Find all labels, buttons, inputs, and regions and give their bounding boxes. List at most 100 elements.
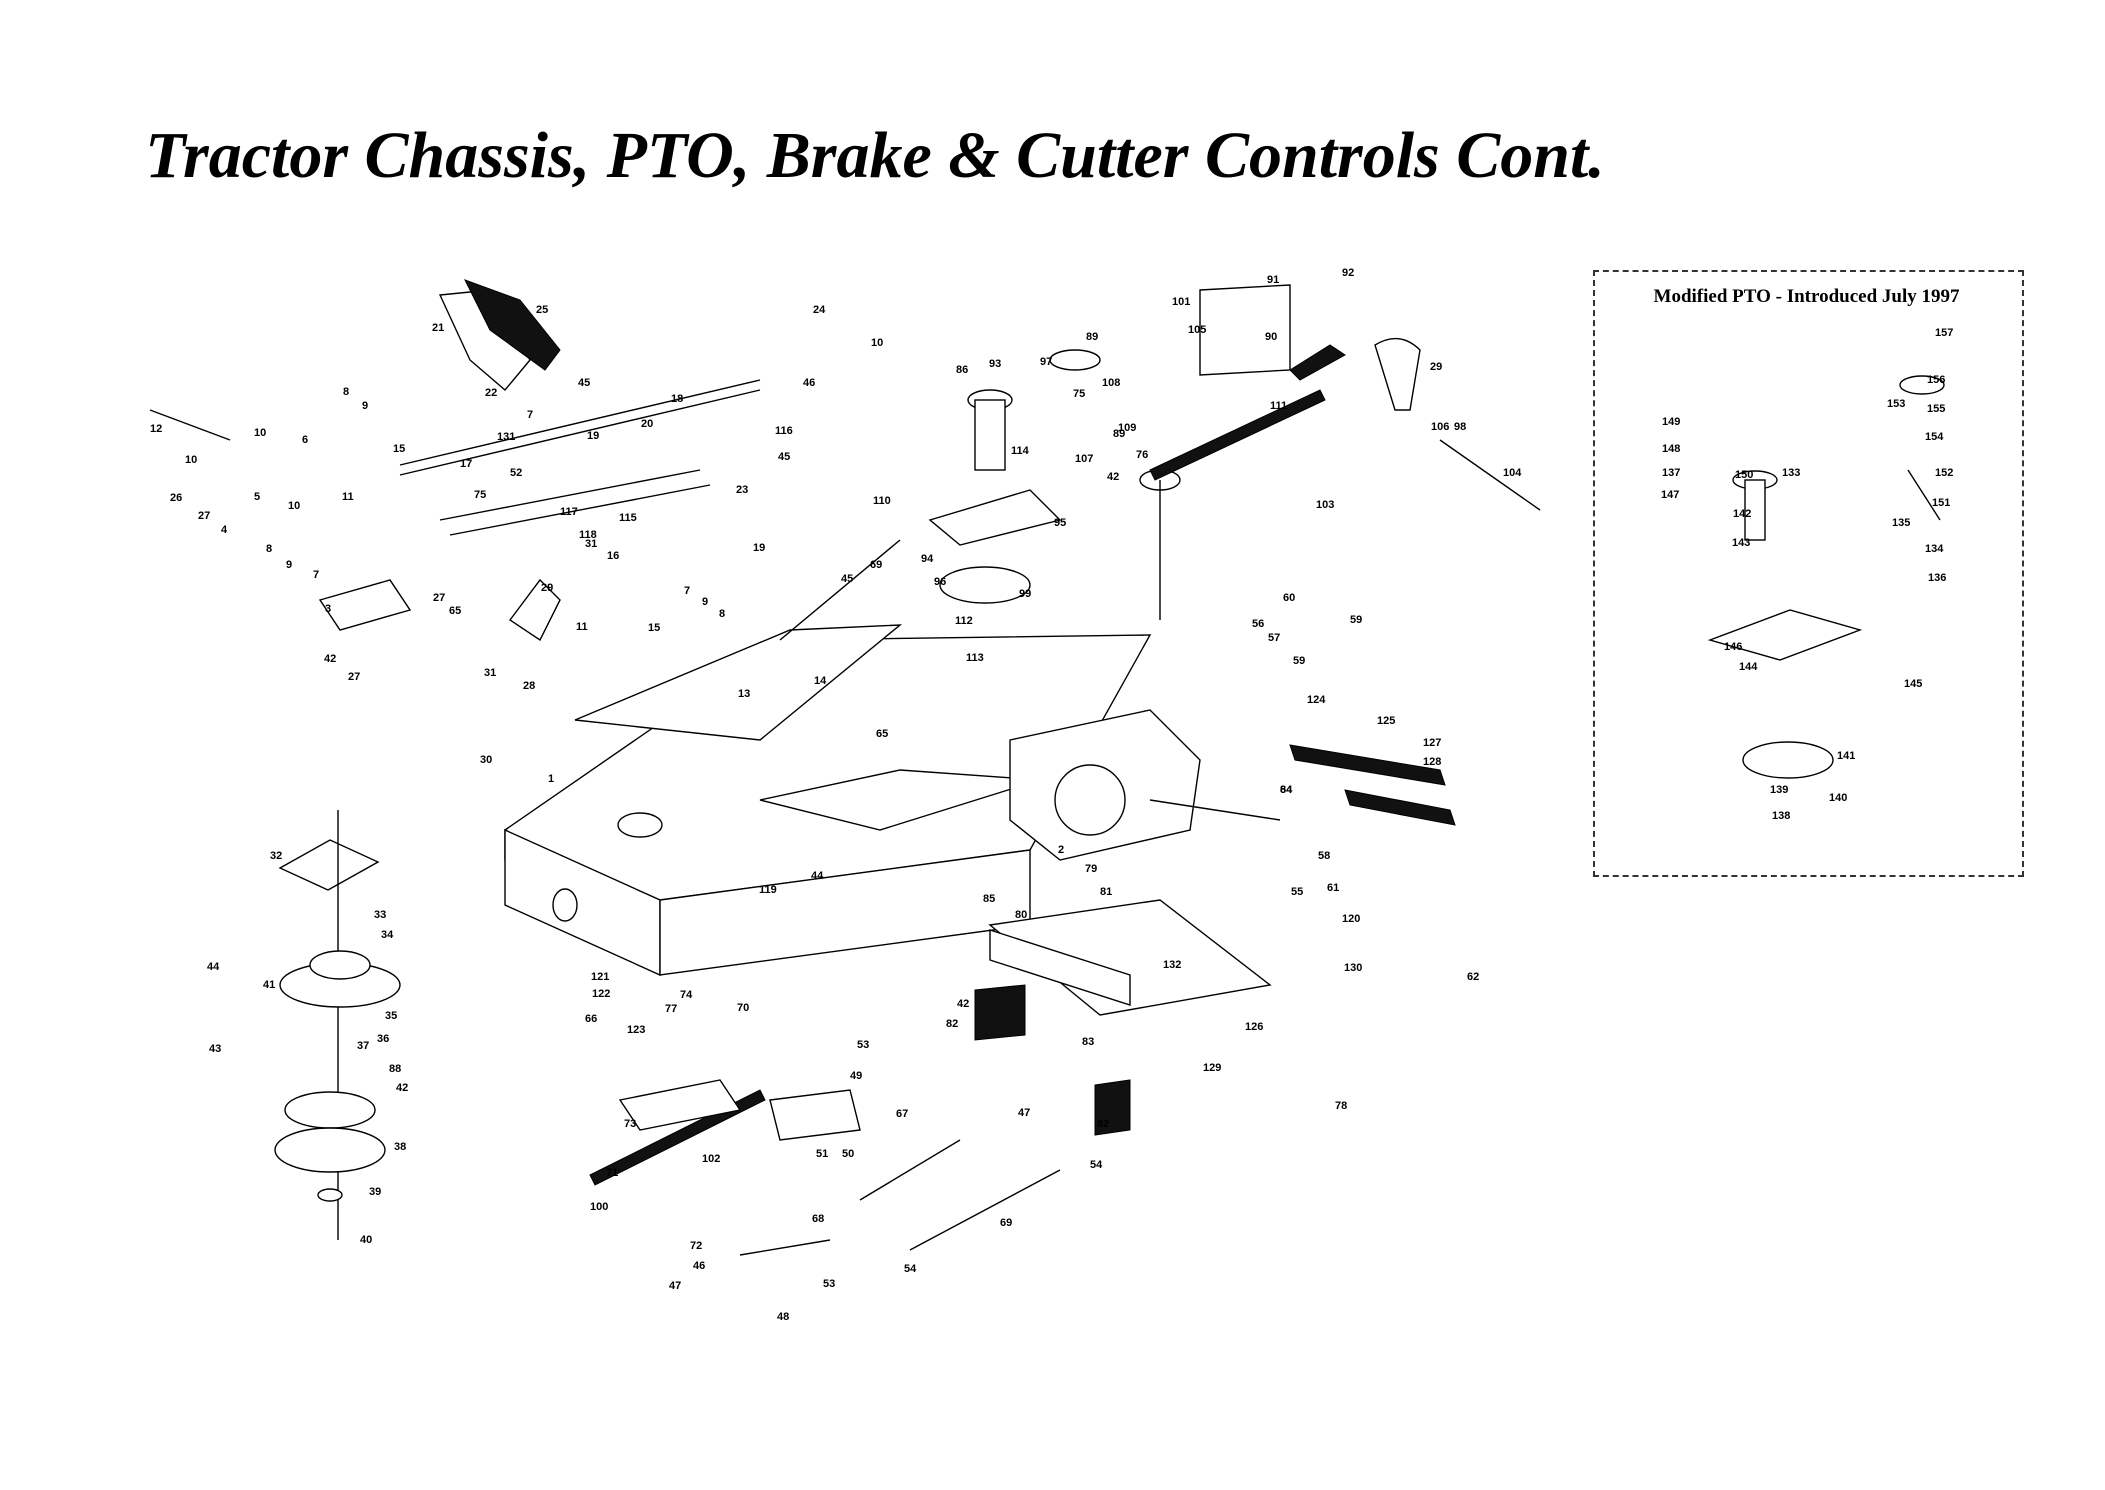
part-callout: 115 (619, 512, 637, 524)
part-callout: 19 (753, 542, 765, 554)
part-callout: 107 (1075, 453, 1093, 465)
part-callout: 10 (288, 500, 300, 512)
part-callout: 99 (1019, 588, 1031, 600)
part-callout: 7 (684, 585, 690, 597)
part-callout: 95 (1054, 517, 1066, 529)
part-callout: 15 (648, 622, 660, 634)
part-callout: 110 (873, 495, 891, 507)
part-callout: 77 (665, 1003, 677, 1015)
part-callout: 69 (1000, 1217, 1012, 1229)
brake-pedal-assembly (149, 279, 761, 642)
part-callout: 151 (1932, 497, 1950, 509)
part-callout: 130 (1344, 962, 1362, 974)
part-callout: 112 (955, 615, 973, 627)
part-callout: 65 (449, 605, 461, 617)
part-callout: 72 (690, 1240, 702, 1252)
part-callout: 6 (302, 434, 308, 446)
part-callout: 104 (1503, 467, 1522, 479)
part-callout: 150 (1735, 469, 1753, 481)
part-callout: 105 (1188, 324, 1206, 336)
part-callout: 51 (816, 1148, 828, 1160)
part-callout: 155 (1927, 403, 1945, 415)
part-callout: 156 (1927, 374, 1945, 386)
part-callout: 53 (823, 1278, 835, 1290)
part-callout: 36 (377, 1033, 389, 1045)
part-callout: 61 (1327, 882, 1339, 894)
part-callout: 27 (433, 592, 445, 604)
part-callout: 100 (590, 1201, 608, 1213)
part-callout: 71 (606, 1167, 618, 1179)
part-callout: 152 (1935, 467, 1953, 479)
part-callout: 133 (1782, 467, 1800, 479)
part-callout: 46 (693, 1260, 705, 1272)
part-callout: 45 (778, 451, 790, 463)
part-callout: 67 (896, 1108, 908, 1120)
part-callout: 89 (1086, 331, 1098, 343)
part-callout: 24 (813, 304, 826, 316)
part-callout: 29 (541, 582, 553, 594)
deck-plate (988, 899, 1272, 1016)
part-callout: 52 (510, 467, 522, 479)
part-callout: 65 (876, 728, 888, 740)
part-callout: 45 (578, 377, 590, 389)
part-callout: 34 (381, 929, 394, 941)
part-callout: 84 (1280, 784, 1293, 796)
part-callout: 9 (286, 559, 292, 571)
part-callout: 136 (1928, 572, 1946, 584)
part-callout: 147 (1661, 489, 1679, 501)
part-callout: 109 (1118, 422, 1136, 434)
part-callout: 82 (946, 1018, 958, 1030)
part-callout: 59 (1293, 655, 1305, 667)
part-callout: 54 (1090, 1159, 1103, 1171)
part-callout: 86 (956, 364, 968, 376)
part-callout: 40 (360, 1234, 372, 1246)
part-callout: 47 (669, 1280, 681, 1292)
part-callout: 11 (576, 621, 588, 633)
part-callout: 103 (1316, 499, 1334, 511)
part-callout: 16 (607, 550, 619, 562)
part-callout: 44 (811, 870, 824, 882)
part-callout: 91 (1267, 274, 1279, 286)
part-callout: 12 (150, 423, 162, 435)
chassis-frame (504, 539, 1152, 977)
part-callout: 58 (1318, 850, 1330, 862)
part-callout: 122 (592, 988, 610, 1000)
part-callout: 121 (591, 971, 609, 983)
part-callout: 26 (170, 492, 182, 504)
part-callout: 50 (842, 1148, 854, 1160)
part-callout: 27 (198, 510, 210, 522)
part-callout: 79 (1085, 863, 1097, 875)
part-callout: 113 (966, 652, 984, 664)
part-callout: 64 (1280, 784, 1293, 796)
part-callout: 75 (1073, 388, 1085, 400)
part-callout: 80 (1015, 909, 1027, 921)
part-callout: 53 (857, 1039, 869, 1051)
part-callout: 140 (1829, 792, 1847, 804)
part-callout: 7 (313, 569, 319, 581)
part-callout: 10 (871, 337, 883, 349)
part-callout: 141 (1837, 750, 1855, 762)
part-callout: 126 (1245, 1021, 1263, 1033)
part-callout: 42 (396, 1082, 408, 1094)
part-callout: 17 (460, 458, 472, 470)
part-callout: 11 (342, 491, 354, 503)
part-callout: 10 (185, 454, 197, 466)
part-callout: 97 (1040, 356, 1052, 368)
part-callout: 82 (1097, 1118, 1109, 1130)
part-callout: 27 (348, 671, 360, 683)
part-callout: 3 (325, 603, 331, 615)
part-callout: 42 (957, 998, 969, 1010)
modified-pto-inset (1593, 270, 2024, 877)
part-callout: 137 (1662, 467, 1680, 479)
part-callout: 48 (777, 1311, 789, 1323)
part-callout: 47 (1018, 1107, 1030, 1119)
part-callout: 90 (1265, 331, 1277, 343)
part-callout: 68 (812, 1213, 824, 1225)
part-callout: 42 (324, 653, 336, 665)
part-callout: 101 (1172, 296, 1190, 308)
part-callout: 7 (527, 409, 533, 421)
transaxle (1009, 709, 1281, 861)
part-callout: 127 (1423, 737, 1441, 749)
part-callout: 78 (1335, 1100, 1347, 1112)
part-callout: 23 (736, 484, 748, 496)
